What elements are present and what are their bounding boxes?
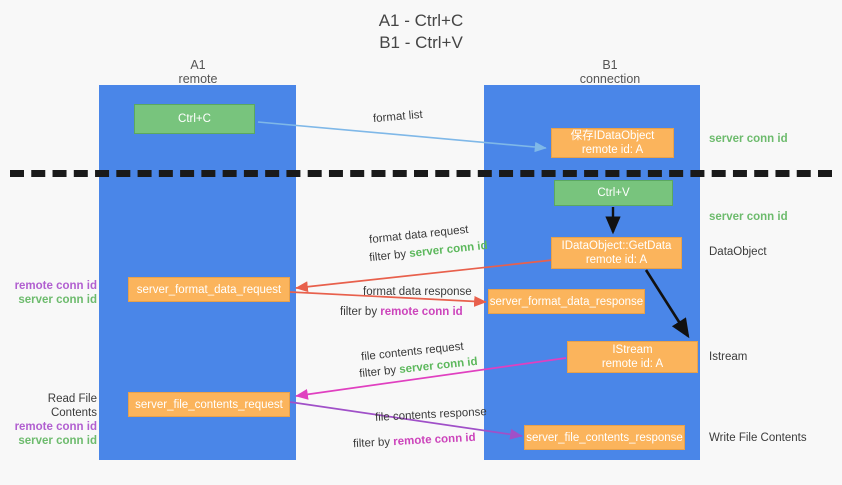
lane-header-b1: B1 connection xyxy=(520,58,700,86)
filter-key-remote-conn-id-2: remote conn id xyxy=(392,431,476,449)
edge-label-format-list: format list xyxy=(372,108,424,126)
lane-b1-name: B1 xyxy=(602,58,618,72)
box-save-idataobject[interactable]: 保存IDataObject remote id: A xyxy=(551,128,674,158)
box-server-file-contents-response-label: server_file_contents_response xyxy=(526,431,683,444)
box-server-format-data-request[interactable]: server_format_data_request xyxy=(128,277,290,302)
box-save-idataobject-line1: 保存IDataObject xyxy=(570,130,655,142)
box-istream-line2: remote id: A xyxy=(601,358,664,370)
box-ctrl-c[interactable]: Ctrl+C xyxy=(134,104,255,134)
right-label-dataobject: DataObject xyxy=(709,246,767,258)
lane-b1-sub: connection xyxy=(579,72,641,86)
filter-key-remote-conn-id-1: remote conn id xyxy=(380,306,463,318)
box-istream[interactable]: IStream remote id: A xyxy=(567,341,698,373)
left-label-read-file-contents: Read File Contents xyxy=(47,393,97,419)
left-label-server-conn-id-2: server conn id xyxy=(18,435,97,447)
box-server-file-contents-request-label: server_file_contents_request xyxy=(135,398,283,411)
lane-header-a1: A1 remote xyxy=(118,58,278,86)
left-label-remote-conn-id-2: remote conn id xyxy=(14,421,97,433)
right-label-server-conn-id-2: server conn id xyxy=(709,211,788,223)
filter-prefix-1: filter by xyxy=(368,248,410,265)
right-label-istream: Istream xyxy=(709,351,748,363)
edge-label-file-contents-response-filter: filter by remote conn id xyxy=(353,431,476,452)
box-server-file-contents-response[interactable]: server_file_contents_response xyxy=(524,425,685,450)
box-ctrl-v[interactable]: Ctrl+V xyxy=(554,180,673,206)
filter-prefix-4: filter by xyxy=(352,436,394,451)
box-istream-line1: IStream xyxy=(612,344,653,356)
box-getdata-line1: IDataObject::GetData xyxy=(561,240,672,252)
box-getdata-line2: remote id: A xyxy=(585,254,648,266)
box-ctrl-v-label: Ctrl+V xyxy=(597,187,630,199)
time-divider xyxy=(10,170,832,177)
left-label-remote-conn-id-1: remote conn id xyxy=(14,280,97,292)
edge-label-format-data-response-filter: filter by remote conn id xyxy=(340,305,463,320)
left-label-server-conn-id-1: server conn id xyxy=(18,294,97,306)
edge-label-file-contents-response: file contents response xyxy=(374,406,488,424)
right-label-write-file-contents: Write File Contents xyxy=(709,432,807,444)
left-label-group-format: remote conn id server conn id xyxy=(5,279,97,307)
box-getdata[interactable]: IDataObject::GetData remote id: A xyxy=(551,237,682,269)
page-title: A1 - Ctrl+C B1 - Ctrl+V xyxy=(0,10,842,54)
right-label-server-conn-id-1: server conn id xyxy=(709,133,788,145)
filter-prefix-3: filter by xyxy=(358,364,400,381)
edge-label-format-data-response: format data response xyxy=(363,286,472,298)
title-line-2: B1 - Ctrl+V xyxy=(379,33,463,52)
box-ctrl-c-label: Ctrl+C xyxy=(178,113,211,125)
left-label-group-file: Read File Contents remote conn id server… xyxy=(3,392,97,448)
box-server-format-data-request-label: server_format_data_request xyxy=(136,283,282,296)
box-server-file-contents-request[interactable]: server_file_contents_request xyxy=(128,392,290,417)
box-save-idataobject-line2: remote id: A xyxy=(581,144,644,156)
filter-prefix-2: filter by xyxy=(340,306,381,318)
box-server-format-data-response[interactable]: server_format_data_response xyxy=(488,289,645,314)
lane-a1-sub: remote xyxy=(178,72,218,86)
box-server-format-data-response-label: server_format_data_response xyxy=(489,295,644,308)
lane-a1-name: A1 xyxy=(190,58,206,72)
title-line-1: A1 - Ctrl+C xyxy=(378,11,464,30)
